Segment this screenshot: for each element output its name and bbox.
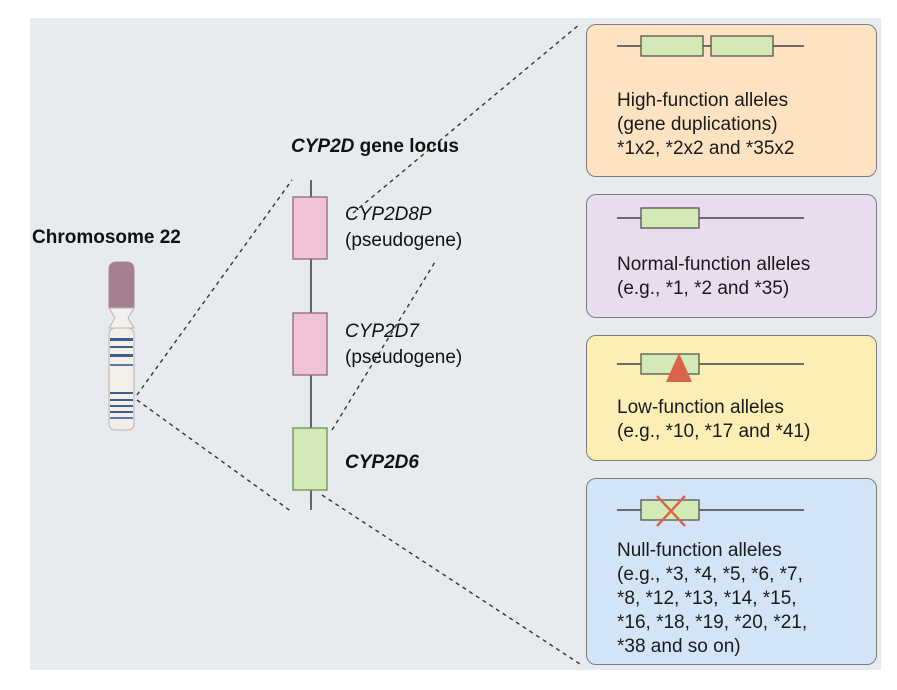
allele-text-normal: Normal-function alleles (e.g., *1, *2 an…	[617, 253, 810, 301]
gene-note-cyp2d8p: (pseudogene)	[345, 230, 463, 251]
chromosome-band	[110, 399, 133, 401]
allele-detail: *38 and so on)	[617, 636, 741, 657]
single-gene-icon	[617, 207, 804, 229]
chromosome-band	[110, 392, 133, 394]
chromosome-22-icon	[108, 261, 135, 431]
allele-text-null: Null-function alleles (e.g., *3, *4, *5,…	[617, 539, 807, 659]
allele-category: Low-function alleles	[617, 397, 784, 418]
allele-box-high-function: High-function alleles (gene duplications…	[586, 24, 877, 177]
gene-box-cyp2d8p	[292, 196, 328, 260]
allele-category: Normal-function alleles	[617, 254, 811, 275]
chromosome-q-arm	[108, 327, 135, 431]
allele-box-null-function: Null-function alleles (e.g., *3, *4, *5,…	[586, 478, 877, 665]
chromosome-band	[110, 364, 133, 366]
zoom-line-top	[136, 179, 293, 396]
locus-title-rest: gene locus	[354, 136, 459, 157]
allele-box-low-function: Low-function alleles (e.g., *10, *17 and…	[586, 335, 877, 461]
allele-detail: (e.g., *3, *4, *5, *6, *7,	[617, 564, 803, 585]
locus-title: CYP2D gene locus	[291, 135, 459, 158]
allele-detail: *1x2, *2x2 and *35x2	[617, 138, 795, 159]
allele-box-normal-function: Normal-function alleles (e.g., *1, *2 an…	[586, 194, 877, 318]
zoom-line-high-allele	[352, 23, 581, 214]
allele-detail: (e.g., *1, *2 and *35)	[617, 278, 790, 299]
zoom-line-gene-left	[331, 261, 436, 431]
chromosome-band	[110, 338, 133, 341]
allele-detail: *16, *18, *19, *20, *21,	[617, 612, 808, 633]
gene-name-cyp2d8p: CYP2D8P	[345, 204, 432, 225]
gene-name-cyp2d6: CYP2D6	[345, 452, 419, 473]
chromosome-centromere	[108, 307, 135, 329]
chromosome-p-arm	[108, 261, 135, 313]
allele-text-high: High-function alleles (gene duplications…	[617, 89, 794, 161]
locus-title-gene: CYP2D	[291, 136, 355, 157]
gene-variant-triangle-icon	[617, 353, 804, 382]
chromosome-band	[110, 417, 133, 419]
gene-deleted-cross-icon	[617, 495, 804, 527]
allele-detail: (e.g., *10, *17 and *41)	[617, 421, 811, 442]
chromosome-band	[110, 405, 133, 407]
allele-text-low: Low-function alleles (e.g., *10, *17 and…	[617, 396, 810, 444]
allele-category: High-function alleles	[617, 90, 789, 111]
zoom-line-bottom	[136, 399, 293, 513]
chromosome-label: Chromosome 22	[32, 227, 181, 248]
allele-category: Null-function alleles	[617, 540, 782, 561]
chromosome-band	[110, 346, 133, 348]
chromosome-band	[110, 411, 133, 413]
gene-note-cyp2d7: (pseudogene)	[345, 347, 463, 368]
allele-detail: *8, *12, *13, *14, *15,	[617, 588, 797, 609]
chromosome-band	[110, 354, 133, 357]
gene-box-cyp2d6	[292, 427, 328, 491]
gene-box-cyp2d7	[292, 312, 328, 376]
allele-detail: (gene duplications)	[617, 114, 778, 135]
gene-duplication-icon	[617, 35, 804, 57]
gene-name-cyp2d7: CYP2D7	[345, 321, 419, 342]
zoom-line-null-allele	[321, 494, 581, 665]
